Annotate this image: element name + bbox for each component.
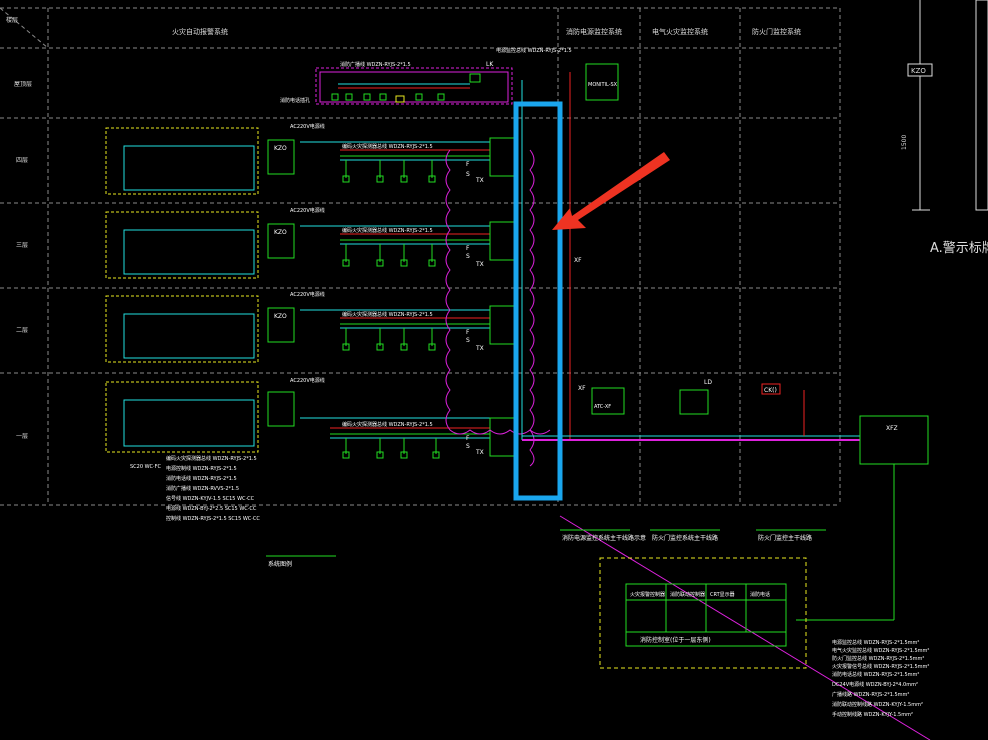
svg-text:消防电话插孔: 消防电话插孔 xyxy=(280,97,310,104)
svg-text:AC220V电源线: AC220V电源线 xyxy=(290,123,325,130)
xf-short-label: XF xyxy=(578,385,586,392)
wire-note-4: 消防广播线 WDZN-RVVS-2*1.5 xyxy=(166,485,239,492)
svg-text:F: F xyxy=(466,329,470,336)
ck-label: CK() xyxy=(764,387,777,394)
svg-text:F: F xyxy=(466,435,470,442)
cable-legend-8: 消防联动控制线路 WDZN-KYJY-1.5mm² xyxy=(832,701,923,708)
xfz-panel xyxy=(859,415,929,465)
svg-text:F: F xyxy=(466,245,470,252)
floor-label-roof: 屋顶层 xyxy=(14,81,32,88)
svg-text:编码火灾探测器总线 WDZN-RYJS-2*1.5: 编码火灾探测器总线 WDZN-RYJS-2*1.5 xyxy=(342,311,433,318)
wire-note-1: 编码火灾探测器总线 WDZN-RYJS-2*1.5 xyxy=(166,455,257,462)
svg-text:KZO: KZO xyxy=(274,313,287,320)
xfz-label: XFZ xyxy=(886,425,898,432)
atc-unit xyxy=(591,387,625,415)
svg-text:TX: TX xyxy=(475,177,484,184)
cable-legend-4: 火灾报警信号总线 WDZN-RYJS-2*1.5mm² xyxy=(832,663,929,670)
ck-unit xyxy=(761,383,781,395)
floor-2-module: KZO AC220V电源线 编码火灾探测器总线 WDZN-RYJS-2*1.5 … xyxy=(105,291,517,363)
control-cell-3: CRT显示器 xyxy=(710,592,735,598)
svg-text:编码火灾探测器总线 WDZN-RYJS-2*1.5: 编码火灾探测器总线 WDZN-RYJS-2*1.5 xyxy=(342,227,433,234)
ld-label: LD xyxy=(704,379,712,386)
floor-label-1: 一层 xyxy=(16,433,28,440)
legend-right3: 防火门监控主干线路 xyxy=(758,534,812,542)
svg-text:电源监控总线 WDZN-RYJS-2*1.5: 电源监控总线 WDZN-RYJS-2*1.5 xyxy=(496,47,572,54)
highlight-box xyxy=(513,101,563,501)
cable-legend-7: 广播线路 WDZN-RYJS-2*1.5mm² xyxy=(832,691,909,698)
cable-legend-2: 电气火灾监控总线 WDZN-RYJS-2*1.5mm² xyxy=(832,647,929,654)
revision-cloud xyxy=(445,149,551,435)
wire-notes: 编码火灾探测器总线 WDZN-RYJS-2*1.5 电源控制线 WDZN-RYJ… xyxy=(166,455,260,522)
pointer-arrow xyxy=(552,152,670,230)
svg-text:编码火灾探测器总线 WDZN-RYJS-2*1.5: 编码火灾探测器总线 WDZN-RYJS-2*1.5 xyxy=(342,421,433,428)
svg-text:S: S xyxy=(466,171,470,178)
header-col2: 消防电源监控系统 xyxy=(566,27,622,36)
header-floor: 楼层 xyxy=(6,16,18,24)
floor-label-4: 四层 xyxy=(16,157,28,164)
floor-3-module: KZO AC220V电源线 编码火灾探测器总线 WDZN-RYJS-2*1.5 … xyxy=(105,207,517,279)
dim-value: 1500 xyxy=(901,135,908,150)
ld-unit xyxy=(679,389,709,415)
header-col3: 电气火灾监控系统 xyxy=(652,27,708,36)
svg-text:S: S xyxy=(466,253,470,260)
lk-label: LK xyxy=(486,61,494,68)
control-cell-2: 消防联动控制器 xyxy=(670,591,705,598)
wire-note-7: 控制线 WDZN-RYJS-2*1.5 SC15 WC·CC xyxy=(166,515,260,522)
sc20-label: SC20 WC·FC xyxy=(130,464,162,470)
warning-sign-label: A.警示标牌 xyxy=(930,240,988,256)
grid-frame xyxy=(0,7,841,506)
wire-note-6: 电源线 WDZN-BYJ-2*2.5 SC15 WC·CC xyxy=(166,505,257,512)
svg-text:AC220V电源线: AC220V电源线 xyxy=(290,207,325,214)
mon-sx-label: MONITIL-SX xyxy=(588,82,618,88)
floor-label-3: 三层 xyxy=(16,242,28,249)
cable-legend-9: 手动控制线路 WDZN-KYJY-1.5mm² xyxy=(832,711,913,718)
diagonal-line xyxy=(559,515,931,740)
cable-legend-6: DC24V电源线 WDZN-BYJ-2*4.0mm² xyxy=(832,681,918,688)
svg-text:TX: TX xyxy=(475,345,484,352)
kzo-box-right-label: KZO xyxy=(911,67,926,75)
legend-right1: 防火门监控系统主干线路 xyxy=(652,534,718,542)
control-room-title: 消防控制室(位于一层东侧) xyxy=(640,636,711,644)
power-monitor-unit xyxy=(585,63,619,101)
svg-text:TX: TX xyxy=(475,449,484,456)
cable-legend: 电源监控总线 WDZN-RYJS-2*1.5mm² 电气火灾监控总线 WDZN-… xyxy=(832,639,929,718)
svg-text:F: F xyxy=(466,161,470,168)
svg-text:KZO: KZO xyxy=(274,145,287,152)
svg-text:AC220V电源线: AC220V电源线 xyxy=(290,377,325,384)
xf-label: XF xyxy=(574,257,582,264)
cable-legend-1: 电源监控总线 WDZN-RYJS-2*1.5mm² xyxy=(832,639,919,646)
header-col4: 防火门监控系统 xyxy=(752,27,801,36)
svg-text:TX: TX xyxy=(475,261,484,268)
svg-text:KZO: KZO xyxy=(274,229,287,236)
sign-outline xyxy=(975,0,988,211)
legend-left: 系统图例 xyxy=(268,560,292,568)
svg-text:消防广播线 WDZN-RYJS-2*1.5: 消防广播线 WDZN-RYJS-2*1.5 xyxy=(340,61,411,68)
control-cell-4: 消防电话 xyxy=(750,591,770,598)
wire-note-2: 电源控制线 WDZN-RYJS-2*1.5 xyxy=(166,465,237,472)
svg-text:S: S xyxy=(466,337,470,344)
floor-4-module: KZO AC220V电源线 编码火灾探测器总线 WDZN-RYJS-2*1.5 … xyxy=(105,123,517,195)
legend-rows: 消防电源监控系统主干线路示意 防火门监控系统主干线路 防火门监控主干线路 系统图… xyxy=(266,529,826,568)
control-room-frame xyxy=(599,557,807,669)
header-main: 火灾自动报警系统 xyxy=(172,27,228,36)
device-drops xyxy=(342,160,440,459)
control-cell-1: 火灾报警控制器 xyxy=(630,591,665,598)
svg-text:AC220V电源线: AC220V电源线 xyxy=(290,291,325,298)
cable-legend-5: 消防电话总线 WDZN-RYJS-2*1.5mm² xyxy=(832,671,919,678)
svg-text:编码火灾探测器总线 WDZN-RYJS-2*1.5: 编码火灾探测器总线 WDZN-RYJS-2*1.5 xyxy=(342,143,433,150)
cable-legend-3: 防火门监控总线 WDZN-RYJS-2*1.5mm² xyxy=(832,655,924,662)
legend-center: 消防电源监控系统主干线路示意 xyxy=(562,534,646,542)
floor-label-2: 二层 xyxy=(16,327,28,334)
wire-note-3: 消防电话线 WDZN-RYJS-2*1.5 xyxy=(166,475,237,482)
svg-text:S: S xyxy=(466,443,470,450)
revision-cloud-right xyxy=(529,149,535,467)
wire-note-5: 信号线 WDZN-KYJV-1.5 SC15 WC·CC xyxy=(166,495,255,502)
roof-module: 消防广播线 WDZN-RYJS-2*1.5 消防电话插孔 LK 电源监控总线 W… xyxy=(280,47,572,105)
atc-label: ATC-XF xyxy=(594,404,611,410)
